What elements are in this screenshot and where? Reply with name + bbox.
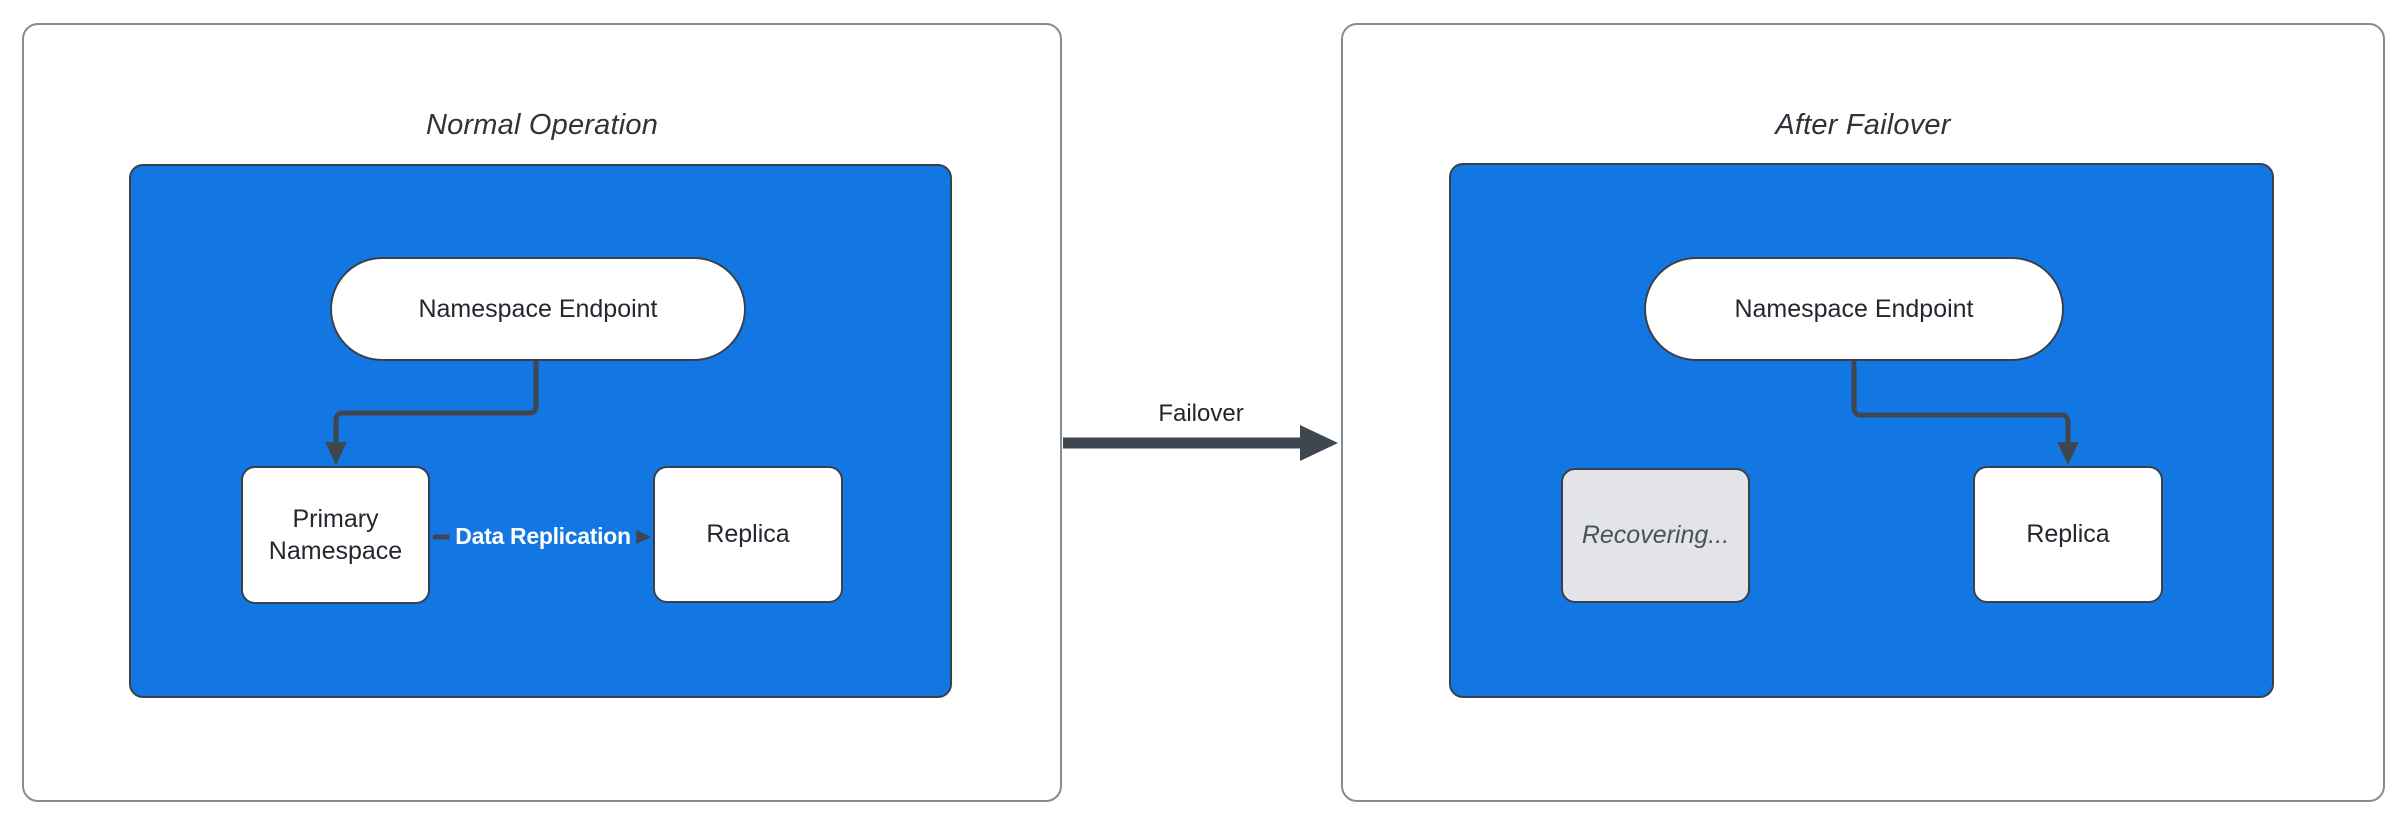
data-replication-label: Data Replication xyxy=(449,521,637,552)
failover-label: Failover xyxy=(1158,400,1244,427)
recovering-node: Recovering... xyxy=(1561,468,1750,603)
panel-title: After Failover xyxy=(1775,109,1951,141)
node-label: Recovering... xyxy=(1581,521,1730,550)
namespace-endpoint-node-failover: Namespace Endpoint xyxy=(1644,257,2064,361)
node-label: Replica xyxy=(2026,520,2110,549)
panel-title: Normal Operation xyxy=(425,109,659,141)
arrowhead-right-icon xyxy=(1300,425,1338,461)
primary-namespace-node: Primary Namespace xyxy=(241,466,430,604)
blue-container-normal xyxy=(129,164,952,698)
replica-node-normal: Replica xyxy=(653,466,843,603)
node-label: Primary Namespace xyxy=(268,504,403,566)
node-label: Replica xyxy=(706,520,790,549)
node-label: Namespace Endpoint xyxy=(1734,294,1974,323)
blue-container-failover xyxy=(1449,163,2274,698)
node-label: Namespace Endpoint xyxy=(418,294,658,323)
replica-node-failover: Replica xyxy=(1973,466,2163,603)
namespace-endpoint-node: Namespace Endpoint xyxy=(330,257,746,361)
